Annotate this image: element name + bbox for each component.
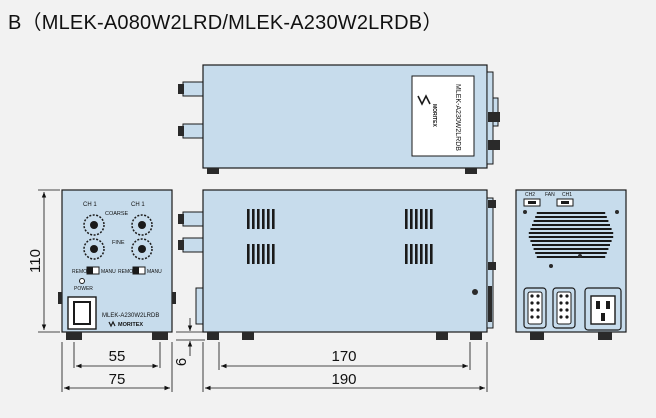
vent-slot <box>247 244 250 264</box>
vent-slot <box>430 244 433 264</box>
rear-db-connector-left[interactable] <box>523 287 547 329</box>
rear-ch1-label: CH1 <box>562 192 572 198</box>
vent-slot <box>267 209 270 229</box>
front-view: CH 1 CH 1 COARSE FINE REMO MANU REMO M <box>58 189 176 340</box>
side-dimensions: 170 190 <box>202 342 488 392</box>
knob-ch1-fine[interactable] <box>83 238 105 260</box>
vent-slot <box>405 209 408 229</box>
vent-slot <box>420 244 423 264</box>
vent-slot <box>247 209 250 229</box>
connector-pin <box>565 308 569 312</box>
vent-slot <box>420 209 423 229</box>
vent-slot <box>415 209 418 229</box>
fan-slot <box>536 212 606 214</box>
dim-front-inner: 55 <box>109 348 126 365</box>
knob-ch2-fine[interactable] <box>131 238 153 260</box>
front-dimensions: 110 55 75 6 <box>27 189 205 392</box>
vent-slot <box>410 209 413 229</box>
power-label: POWER <box>74 286 93 292</box>
vent-slot <box>262 244 265 264</box>
moritex-logo-icon <box>417 94 431 106</box>
connector-pin <box>536 294 540 298</box>
fan-slot <box>528 236 614 238</box>
power-led-icon <box>79 278 85 284</box>
fan-slot <box>530 228 612 230</box>
fan-slot <box>530 240 612 242</box>
ac-inlet[interactable] <box>584 287 622 331</box>
fan-slot <box>535 216 607 218</box>
connector-pin <box>536 301 540 305</box>
fan-grille <box>526 210 616 262</box>
front-logo-text: MORITEX <box>118 322 143 328</box>
vent-slot <box>257 209 260 229</box>
dim-front-total: 75 <box>109 371 126 388</box>
top-label-plate-text: MLEK-A230W2LRDB <box>454 84 461 151</box>
vent-slot <box>415 244 418 264</box>
rear-ch2-label: CH2 <box>525 192 535 198</box>
connector-pin <box>559 301 563 305</box>
connector-pin <box>536 308 540 312</box>
dim-side-inner: 170 <box>331 348 356 365</box>
page-title: B（MLEK-A080W2LRD/MLEK-A230W2LRDB） <box>8 12 443 34</box>
connector-pin <box>565 301 569 305</box>
vent-slot <box>272 244 275 264</box>
vent-slot <box>430 209 433 229</box>
vent-slot <box>410 244 413 264</box>
connector-pin <box>565 294 569 298</box>
power-switch[interactable] <box>67 296 97 330</box>
vent-slot <box>425 244 428 264</box>
knob-ch1-coarse[interactable] <box>83 214 105 236</box>
fan-slot <box>533 220 609 222</box>
ch1-left-label: CH 1 <box>83 202 97 208</box>
vent-slot <box>262 209 265 229</box>
coarse-label: COARSE <box>105 211 129 217</box>
rear-db-connector-right[interactable] <box>552 287 576 329</box>
connector-pin <box>559 308 563 312</box>
rear-view: CH2 FAN CH1 <box>515 189 627 340</box>
connector-pin <box>530 301 534 305</box>
switch-thumb-left-icon <box>87 267 93 274</box>
dim-foot: 6 <box>173 358 190 366</box>
fan-slot <box>533 248 609 250</box>
top-logo-text: MORITEX <box>431 104 437 127</box>
fan-slot <box>528 232 614 234</box>
manu-right-label: MANU <box>147 269 162 275</box>
vent-slot <box>257 244 260 264</box>
connector-pin <box>559 315 563 319</box>
vent-slot <box>252 244 255 264</box>
fan-slot <box>536 256 606 258</box>
connector-pin <box>559 294 563 298</box>
connector-pin <box>530 315 534 319</box>
connector-pin <box>536 315 540 319</box>
vent-slot <box>272 209 275 229</box>
manu-left-label: MANU <box>101 269 116 275</box>
vent-slot <box>425 209 428 229</box>
connector-pin <box>530 308 534 312</box>
connector-pin <box>565 315 569 319</box>
remo-left-label: REMO <box>72 269 87 275</box>
rear-fan-label: FAN <box>545 192 555 198</box>
vent-slot <box>405 244 408 264</box>
fan-slot <box>535 252 607 254</box>
dim-side-total: 190 <box>331 371 356 388</box>
connector-pin <box>530 294 534 298</box>
ch1-right-label: CH 1 <box>131 202 145 208</box>
fan-slot <box>532 244 610 246</box>
moritex-logo-front-icon <box>108 320 116 328</box>
top-view: MLEK-A230W2LRDB MORITEX <box>178 64 500 174</box>
vent-slot <box>267 244 270 264</box>
fine-label: FINE <box>112 240 125 246</box>
switch-thumb-right-icon <box>133 267 139 274</box>
knob-ch2-coarse[interactable] <box>131 214 153 236</box>
side-view <box>178 189 496 340</box>
dim-height: 110 <box>27 249 44 273</box>
fan-slot <box>532 224 610 226</box>
remo-right-label: REMO <box>118 269 133 275</box>
vent-slot <box>252 209 255 229</box>
front-model-label: MLEK-A230W2LRDB <box>102 313 159 319</box>
